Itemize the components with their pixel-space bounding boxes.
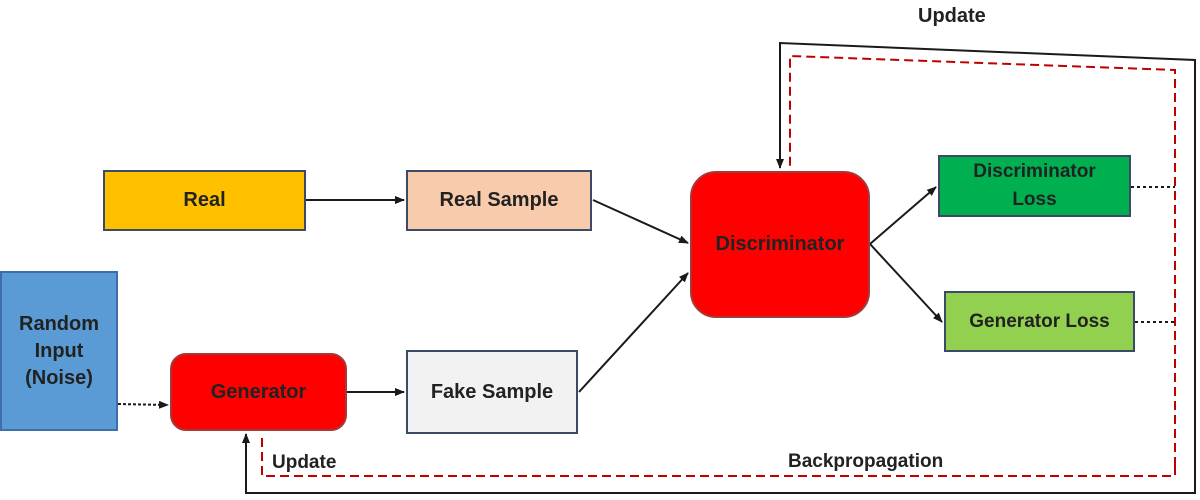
update-label-bottom: Update xyxy=(272,452,337,473)
arrow-fake-sample-to-discriminator xyxy=(578,272,689,393)
arrow-discriminator-to-discriminator-loss xyxy=(869,186,937,245)
backprop-path-generator-dashed xyxy=(261,433,1176,477)
real-box: Real xyxy=(103,170,306,231)
fake-sample-box: Fake Sample xyxy=(406,350,578,434)
random-input-box: Random Input (Noise) xyxy=(0,271,118,431)
arrow-random-input-to-generator xyxy=(117,400,169,409)
update-path-discriminator-dashed xyxy=(789,54,1176,466)
backpropagation-label: Backpropagation xyxy=(788,451,944,472)
update-path-discriminator-solid xyxy=(776,41,1196,466)
backprop-path-generator-solid xyxy=(242,433,1196,494)
discriminator-box: Discriminator xyxy=(690,171,870,318)
generator-loss-box: Generator Loss xyxy=(944,291,1135,352)
real-sample-box: Real Sample xyxy=(406,170,592,231)
arrow-discriminator-to-generator-loss xyxy=(869,243,943,323)
arrow-real-sample-to-discriminator xyxy=(592,199,689,244)
discriminator-loss-box: Discriminator Loss xyxy=(938,155,1131,217)
update-label-top: Update xyxy=(918,5,986,27)
generator-box: Generator xyxy=(170,353,347,431)
